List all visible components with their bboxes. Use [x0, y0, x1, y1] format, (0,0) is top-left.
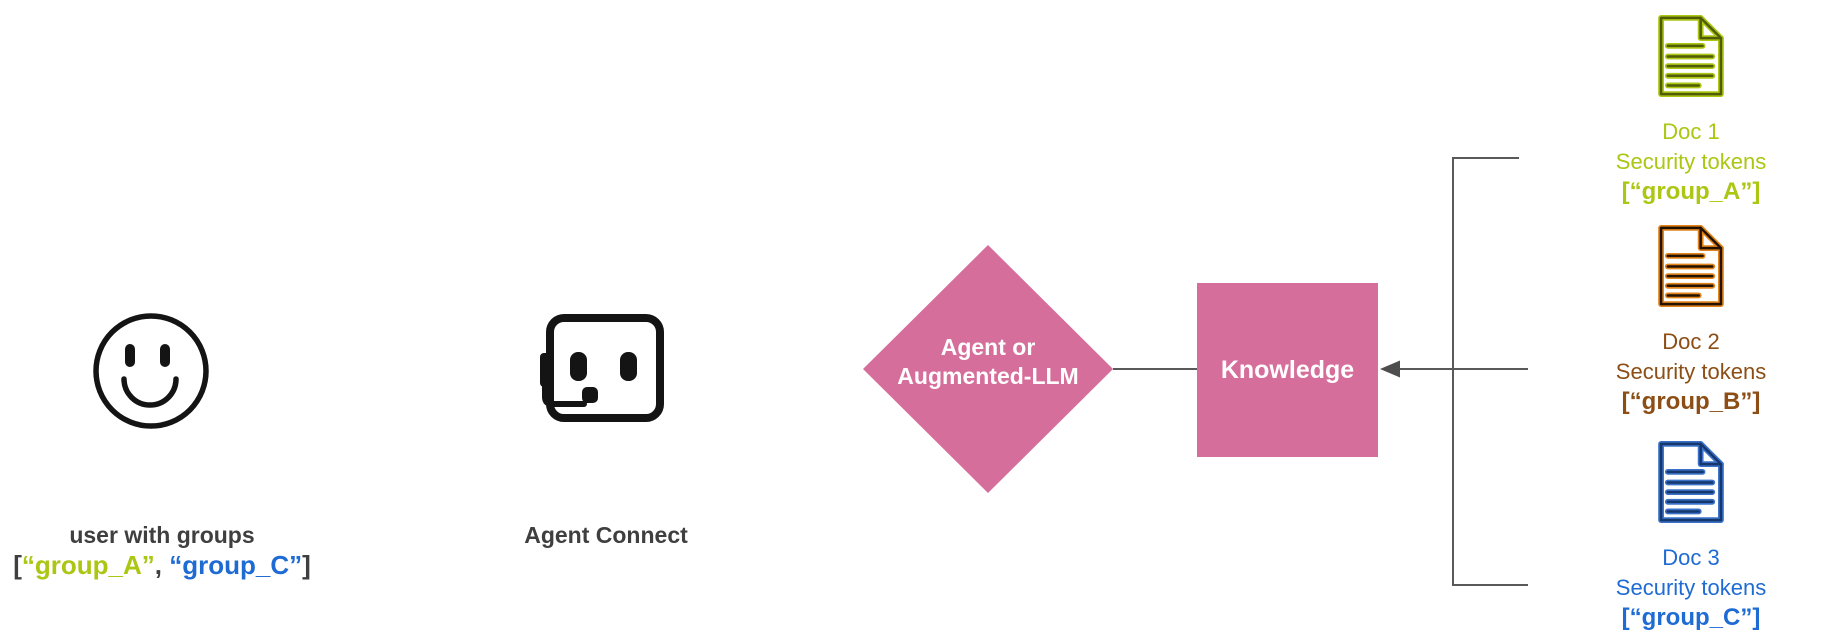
token-separator: , — [154, 550, 170, 580]
agent-diamond-shape — [863, 245, 1113, 493]
robot-headset-icon — [540, 314, 664, 422]
user-groups-tokens: [“group_A”, “group_C”] — [0, 549, 328, 582]
doc1-group: Doc 1 Security tokens [“group_A”] — [1566, 14, 1816, 207]
token-group-a: “group_A” — [21, 550, 155, 580]
arrowhead-left-icon — [1380, 360, 1400, 378]
user-label: user with groups [“group_A”, “group_C”] — [0, 521, 328, 582]
user-label-title: user with groups — [69, 522, 255, 548]
doc1-subtitle: Security tokens — [1615, 149, 1767, 174]
knowledge-label: Knowledge — [1220, 355, 1355, 384]
agent-connect-label: Agent Connect — [524, 522, 688, 548]
doc1-name: Doc 1 — [1662, 119, 1720, 144]
doc3-token: [“group_C”] — [1621, 604, 1761, 631]
doc2-name: Doc 2 — [1662, 329, 1720, 354]
agent-diamond-label-line1: Agent or — [940, 334, 1036, 360]
doc1-token: [“group_A”] — [1621, 178, 1761, 205]
token-group-c: “group_C” — [169, 550, 303, 580]
knowledge-node: Knowledge — [1197, 283, 1378, 457]
document-icon — [1658, 224, 1724, 308]
token-close-bracket: ] — [302, 550, 311, 580]
doc2-token: [“group_B”] — [1621, 388, 1761, 415]
agent-diamond-label: Agent or Augmented-LLM — [862, 333, 1114, 391]
agent-diamond-label-line2: Augmented-LLM — [897, 363, 1079, 389]
token-open-bracket: [ — [13, 550, 22, 580]
doc3-group: Doc 3 Security tokens [“group_C”] — [1566, 440, 1816, 633]
document-icon — [1658, 14, 1724, 98]
doc2-subtitle: Security tokens — [1615, 359, 1767, 384]
doc2-group: Doc 2 Security tokens [“group_B”] — [1566, 224, 1816, 417]
doc3-name: Doc 3 — [1662, 545, 1720, 570]
doc3-subtitle: Security tokens — [1615, 575, 1767, 600]
document-icon — [1658, 440, 1724, 524]
smiley-face-icon — [93, 313, 209, 429]
